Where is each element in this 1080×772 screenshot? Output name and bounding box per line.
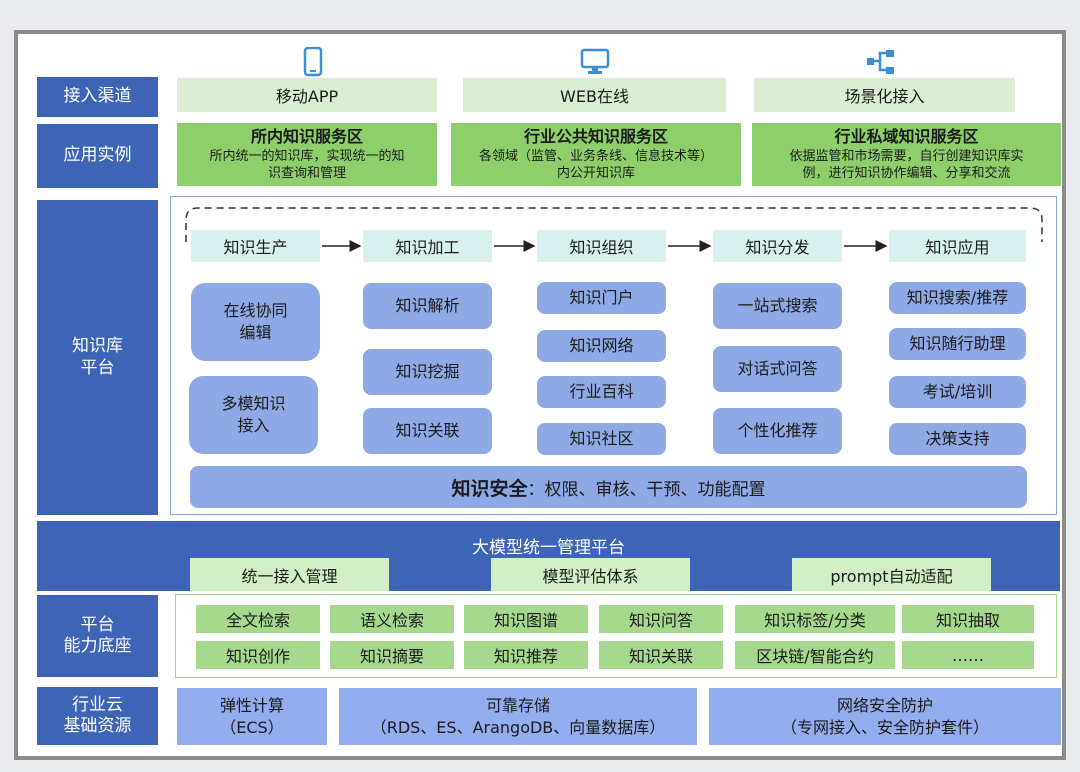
cap-blockchain-contract: 区块链/智能合约 — [735, 641, 895, 669]
layer-label-cloud: 行业云 基础资源 — [37, 687, 158, 745]
node-knowledge-network: 知识网络 — [537, 330, 666, 362]
app-desc: 各领域（监管、业务条线、信息技术等） 内公开知识库 — [478, 148, 713, 182]
resource-reliable-storage: 可靠存储 （RDS、ES、ArangoDB、向量数据库） — [339, 688, 697, 745]
llm-model-evaluation: 模型评估体系 — [491, 558, 690, 591]
cap-knowledge-extraction: 知识抽取 — [902, 605, 1034, 633]
llm-prompt-adaptation: prompt自动适配 — [792, 558, 991, 591]
resource-sub: （ECS） — [220, 717, 284, 737]
llm-title: 大模型统一管理平台 — [472, 538, 625, 558]
resource-title: 网络安全防护 — [836, 695, 933, 715]
app-desc: 依据监管和市场需要，自行创建知识库实 例，进行知识协作编辑、分享和交流 — [789, 148, 1024, 182]
cap-semantic-search: 语义检索 — [330, 605, 454, 633]
node-knowledge-portal: 知识门户 — [537, 282, 666, 314]
stage-knowledge-application: 知识应用 — [889, 230, 1026, 262]
cap-tagging-classification: 知识标签/分类 — [735, 605, 895, 633]
stage-knowledge-organization: 知识组织 — [537, 230, 666, 262]
app-title: 行业私域知识服务区 — [834, 127, 979, 147]
llm-unified-access: 统一接入管理 — [190, 558, 389, 591]
node-exam-training: 考试/培训 — [889, 376, 1026, 408]
node-online-collab-edit: 在线协同 编辑 — [191, 283, 320, 361]
cap-fulltext-search: 全文检索 — [196, 605, 320, 633]
app-desc: 所内统一的知识库，实现统一的知 识查询和管理 — [209, 148, 405, 182]
node-knowledge-community: 知识社区 — [537, 423, 666, 455]
stage-knowledge-processing: 知识加工 — [363, 230, 492, 262]
security-items: ：权限、审核、干预、功能配置 — [527, 479, 766, 500]
stage-arrows — [322, 240, 888, 252]
node-knowledge-parsing: 知识解析 — [363, 283, 492, 329]
node-knowledge-mining: 知识挖掘 — [363, 349, 492, 395]
app-private-knowledge-zone: 行业私域知识服务区 依据监管和市场需要，自行创建知识库实 例，进行知识协作编辑、… — [752, 123, 1061, 186]
node-knowledge-linking: 知识关联 — [363, 408, 492, 454]
node-knowledge-search-recommend: 知识搜索/推荐 — [889, 282, 1026, 314]
node-conversational-qa: 对话式问答 — [713, 346, 842, 392]
node-multimodal-ingest: 多模知识 接入 — [189, 376, 318, 454]
cap-knowledge-creation: 知识创作 — [196, 641, 320, 669]
channel-scenario-access: 场景化接入 — [754, 78, 1015, 112]
node-decision-support: 决策支持 — [889, 423, 1026, 455]
capability-panel — [175, 594, 1057, 678]
resource-title: 可靠存储 — [485, 695, 550, 715]
knowledge-security-bar: 知识安全 ：权限、审核、干预、功能配置 — [190, 466, 1027, 508]
resource-sub: （RDS、ES、ArangoDB、向量数据库） — [370, 717, 666, 737]
node-one-stop-search: 一站式搜索 — [713, 283, 842, 329]
cap-more-ellipsis: …… — [902, 641, 1034, 669]
app-public-knowledge-zone: 行业公共知识服务区 各领域（监管、业务条线、信息技术等） 内公开知识库 — [451, 123, 741, 186]
cap-knowledge-recommend: 知识推荐 — [464, 641, 588, 669]
resource-sub: （专网接入、安全防护套件） — [780, 717, 989, 737]
network-nodes-icon — [867, 50, 894, 74]
workflow-loop-connector — [185, 207, 1043, 242]
stage-knowledge-distribution: 知识分发 — [713, 230, 842, 262]
layer-label-access: 接入渠道 — [37, 77, 158, 117]
cap-knowledge-qa: 知识问答 — [599, 605, 723, 633]
monitor-icon — [580, 48, 610, 74]
layer-label-apps: 应用实例 — [37, 124, 158, 188]
resource-elastic-compute: 弹性计算 （ECS） — [177, 688, 327, 745]
security-title: 知识安全 — [451, 477, 528, 500]
layer-label-capability: 平台 能力底座 — [37, 595, 158, 677]
channel-mobile-app: 移动APP — [177, 78, 437, 112]
app-internal-knowledge-zone: 所内知识服务区 所内统一的知识库，实现统一的知 识查询和管理 — [177, 123, 437, 186]
node-industry-encyclopedia: 行业百科 — [537, 376, 666, 408]
stage-knowledge-production: 知识生产 — [191, 230, 320, 262]
app-title: 所内知识服务区 — [250, 127, 363, 147]
node-knowledge-assistant: 知识随行助理 — [889, 328, 1026, 360]
cap-knowledge-linking: 知识关联 — [599, 641, 723, 669]
cap-knowledge-graph: 知识图谱 — [464, 605, 588, 633]
app-title: 行业公共知识服务区 — [523, 127, 668, 147]
mobile-phone-icon — [303, 47, 323, 77]
node-personalized-recommend: 个性化推荐 — [713, 408, 842, 454]
resource-network-security: 网络安全防护 （专网接入、安全防护套件） — [709, 688, 1061, 745]
cap-knowledge-summary: 知识摘要 — [330, 641, 454, 669]
resource-title: 弹性计算 — [219, 695, 284, 715]
layer-label-platform: 知识库 平台 — [37, 200, 158, 515]
platform-panel — [170, 196, 1057, 515]
channel-web-online: WEB在线 — [463, 78, 726, 112]
